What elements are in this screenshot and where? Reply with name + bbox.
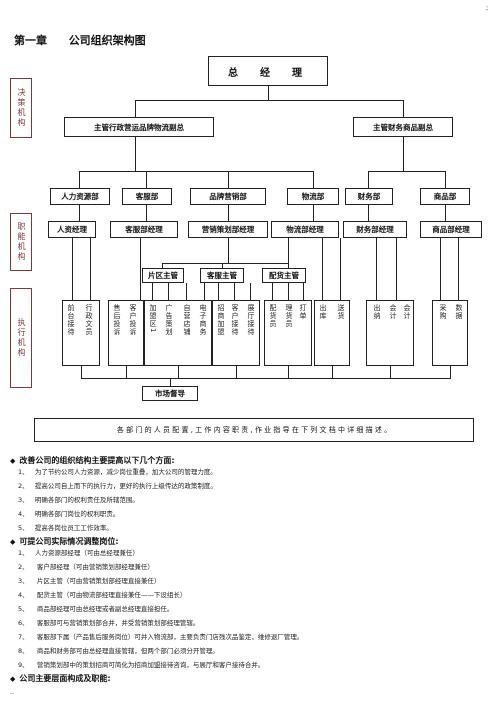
- dept-merchandise: 商品部: [420, 188, 470, 205]
- dept-brand-marketing: 品牌营销部: [190, 188, 266, 205]
- dept-customer-service: 客服部: [122, 188, 172, 205]
- section1-item: 2、 提高公司自上而下的执行力，更好的执行上级传达的政策制度。: [18, 482, 217, 490]
- market-supervisor-box: 市场督导: [142, 386, 198, 401]
- section2-item: 3、 片区主管（可由营销策划部经理直接兼任）: [18, 577, 161, 585]
- section3-heading: ◆公司主要层面构成及职能:: [10, 674, 111, 683]
- exec-investment: 招商加盟: [217, 304, 225, 336]
- manager-hr: 人资经理: [48, 221, 96, 238]
- exec-front-desk: 前台接待: [67, 304, 75, 336]
- exec-admin-clerk: 行政文员: [85, 304, 93, 336]
- supervisor-distribution: 配货主管: [262, 268, 306, 283]
- side-label-function: 职能机构: [10, 213, 32, 271]
- vp-left-box: 主管行政营运品牌物流副总: [64, 117, 214, 137]
- exec-stock-keeper: 理货员: [285, 304, 293, 328]
- manager-marketing: 营销策划部经理: [188, 221, 268, 238]
- section2-item: 2、 客户部经理（可由营销策划部经理兼任）: [18, 563, 154, 571]
- exec-after-sales: 售后投诉: [113, 304, 121, 336]
- exec-showroom-reception: 展厅接待: [247, 304, 255, 336]
- exec-outbound: 出库: [319, 304, 327, 320]
- exec-franchise-area: 加盟区1: [149, 304, 157, 334]
- chapter-label: 第一章: [14, 34, 47, 47]
- chapter-name: 公司组织架构图: [68, 34, 146, 47]
- exec-ecommerce: 电子商务: [199, 304, 207, 336]
- exec-cashier: 出纳: [373, 304, 381, 320]
- manager-customer-service: 客服部经理: [110, 221, 178, 238]
- supervisor-area: 片区主管: [142, 268, 184, 283]
- section1-item: 3、 明确各部门的权利责任及所辖范围。: [18, 496, 139, 504]
- page-title: 第一章 公司组织架构图: [14, 32, 146, 48]
- exec-distributor: 配货员: [269, 304, 277, 328]
- dept-finance: 财务部: [345, 188, 393, 205]
- section2-item: 8、 商品和财务部可由总经理直接管辖，但两个部门必须分开管理。: [18, 647, 219, 655]
- vp-right-box: 主管财务商品副总: [353, 117, 453, 137]
- page-mark: ;: [486, 4, 489, 12]
- manager-merchandise: 商品部经理: [420, 221, 482, 238]
- section2-item: 1、 人力资源部经理（可由总经理兼任）: [18, 549, 139, 557]
- dept-logistics: 物流部: [287, 188, 339, 205]
- exec-delivery: 送货: [337, 304, 345, 320]
- general-manager-box: 总 经 理: [208, 56, 328, 86]
- manager-logistics: 物流部经理: [271, 221, 339, 238]
- section1-item: 5、 提高各岗位员工工作效率。: [18, 524, 113, 532]
- diamond-bullet-icon: ◆: [10, 675, 16, 683]
- footer-mark: ..: [10, 688, 15, 696]
- section2-item: 5、 商品部经理可由总经理或者副总经理直接担任。: [18, 605, 174, 613]
- manager-finance: 财务部经理: [343, 221, 407, 238]
- section1-item: 1、 为了节约公司人力资源，减少岗位重叠，加大公司的管理力度。: [18, 468, 217, 476]
- exec-customer-reception: 客户接待: [231, 304, 239, 336]
- diamond-bullet-icon: ◆: [10, 457, 16, 465]
- dept-hr: 人力资源部: [50, 188, 110, 205]
- section2-heading: ◆可提公司实际情况调整岗位:: [10, 537, 119, 546]
- side-label-decision: 决策机构: [10, 78, 32, 138]
- section1-heading: ◆改善公司的组织结构主要提高以下几个方面:: [10, 456, 175, 465]
- exec-order-print: 打单: [299, 304, 307, 320]
- note-box: 各 部 门 的 人 员 配 置 , 工 作 内 容 职 责 , 作 业 指 导 …: [34, 418, 474, 442]
- exec-accountant-2: 会计: [403, 304, 411, 320]
- section2-item: 4、 配货主管（可由物流部经理直接兼任——下设组长）: [18, 591, 187, 599]
- section2-item: 9、 营销策划部中的策划招商可简化为招商加盟接待咨询，与展厅和客户接待合并。: [18, 661, 265, 669]
- section2-item: 6、 客服部可与营销策划部合并，并受营销策划部经理管辖。: [18, 619, 200, 627]
- supervisor-customer-service: 客服主管: [200, 268, 244, 283]
- exec-own-store: 自营店铺: [183, 304, 191, 336]
- exec-purchasing: 采购: [439, 304, 447, 320]
- section1-item: 4、 明确各部门岗位的权利职责。: [18, 510, 120, 518]
- section2-item: 7、 客服部下属（产品售后服务岗位）可并入物流部，主要负责门店残次品鉴定，维修退…: [18, 633, 304, 641]
- exec-customer-complaint: 客户投诉: [129, 304, 137, 336]
- diamond-bullet-icon: ◆: [10, 538, 16, 546]
- exec-data: 数据: [455, 304, 463, 320]
- exec-accountant-1: 会计: [389, 304, 397, 320]
- side-label-execution: 执行机构: [10, 288, 32, 388]
- exec-ad-planning: 广告策划: [165, 304, 173, 336]
